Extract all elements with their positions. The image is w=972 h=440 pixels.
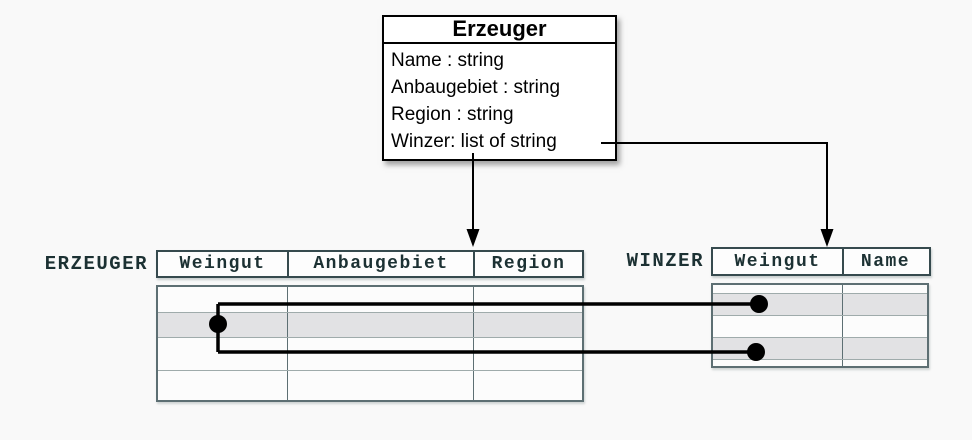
table-cell bbox=[842, 316, 927, 337]
erzeuger-header-row: Weingut Anbaugebiet Region bbox=[156, 250, 584, 278]
winzer-column-header-weingut: Weingut bbox=[734, 251, 821, 272]
table-cell bbox=[842, 285, 927, 293]
erzeuger-column-header-region: Region bbox=[473, 252, 582, 276]
winzer-table-label: WINZER bbox=[626, 250, 704, 272]
table-cell bbox=[158, 338, 287, 370]
table-cell bbox=[842, 360, 927, 366]
erzeuger-table-label: ERZEUGER bbox=[44, 253, 148, 275]
table-cell bbox=[158, 371, 287, 400]
class-attribute-winzer: Winzer: list of string bbox=[391, 131, 557, 152]
table-row bbox=[713, 285, 927, 293]
class-attribute-anbaugebiet: Anbaugebiet : string bbox=[391, 77, 561, 98]
table-cell bbox=[842, 338, 927, 359]
table-cell bbox=[473, 338, 582, 370]
uml-class-box-erzeuger: Erzeuger Name : string Anbaugebiet : str… bbox=[382, 15, 617, 161]
table-cell bbox=[287, 338, 473, 370]
table-cell bbox=[287, 371, 473, 400]
winzer-column-header-name: Name bbox=[842, 249, 927, 274]
class-attribute-name: Name : string bbox=[391, 50, 504, 71]
class-attribute-list: Name : string Anbaugebiet : string Regio… bbox=[384, 44, 615, 159]
erzeuger-column-header-weingut: Weingut bbox=[179, 254, 266, 274]
winzer-header-row: Weingut Name bbox=[711, 247, 931, 276]
table-cell bbox=[287, 287, 473, 312]
table-cell bbox=[473, 371, 582, 400]
table-row bbox=[713, 315, 927, 337]
table-row-highlighted bbox=[713, 337, 927, 359]
erzeuger-table-body bbox=[156, 285, 584, 402]
table-cell bbox=[158, 313, 287, 337]
class-title: Erzeuger bbox=[384, 17, 615, 44]
table-cell bbox=[713, 285, 842, 293]
class-attribute-region: Region : string bbox=[391, 104, 514, 125]
table-cell bbox=[713, 360, 842, 366]
table-cell bbox=[158, 287, 287, 312]
table-cell bbox=[287, 313, 473, 337]
table-cell bbox=[473, 287, 582, 312]
table-row bbox=[158, 287, 582, 312]
table-cell bbox=[713, 338, 842, 359]
erzeuger-column-header-anbaugebiet: Anbaugebiet bbox=[287, 252, 473, 276]
table-row bbox=[713, 359, 927, 366]
table-row bbox=[158, 370, 582, 400]
table-cell bbox=[713, 316, 842, 337]
table-cell bbox=[713, 294, 842, 315]
table-row-highlighted bbox=[713, 293, 927, 315]
arrow-winzer-attr-to-winzer-shaft bbox=[601, 142, 828, 233]
arrowhead-down-icon bbox=[820, 229, 834, 247]
table-row bbox=[158, 337, 582, 370]
table-row-highlighted bbox=[158, 312, 582, 337]
arrowhead-down-icon bbox=[466, 229, 480, 247]
table-cell bbox=[842, 294, 927, 315]
table-cell bbox=[473, 313, 582, 337]
winzer-table-body bbox=[711, 283, 929, 368]
